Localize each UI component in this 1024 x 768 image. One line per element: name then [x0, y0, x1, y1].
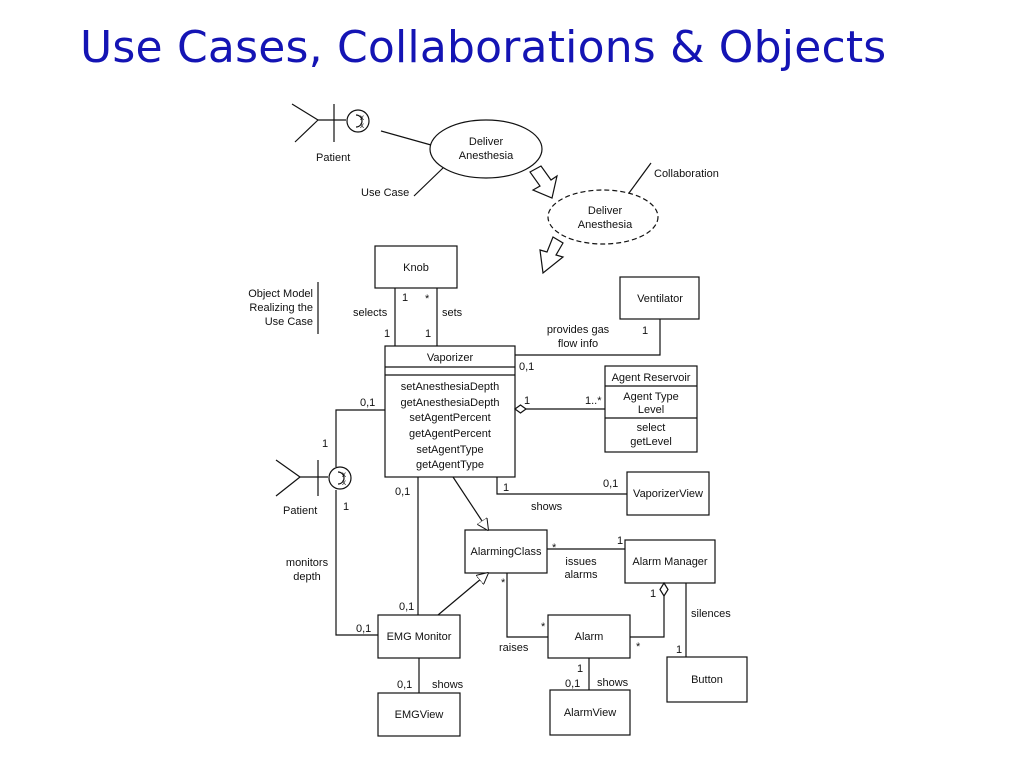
selects-label: selects [353, 307, 388, 319]
multiplicity: * [425, 293, 430, 305]
alarming-class-name: AlarmingClass [471, 546, 542, 558]
silences-label: silences [691, 608, 731, 620]
svg-text:x: x [342, 478, 346, 487]
multiplicity: 1..* [585, 395, 602, 407]
agent-reservoir-class-name: Agent Reservoir [612, 372, 691, 384]
use-case-name-line1: Deliver [469, 136, 504, 148]
collaboration-name-line1: Deliver [588, 205, 623, 217]
multiplicity: 0,1 [519, 361, 534, 373]
emg-monitor-class-name: EMG Monitor [387, 631, 452, 643]
multiplicity: 1 [676, 644, 682, 656]
multiplicity: 0,1 [397, 679, 412, 691]
button-class-name: Button [691, 674, 723, 686]
alarm-view-class-name: AlarmView [564, 707, 616, 719]
ventilator-class-name: Ventilator [637, 293, 683, 305]
alarm-manager-class-name: Alarm Manager [632, 556, 708, 568]
vaporizer-op: getAgentPercent [409, 428, 491, 440]
slide-title: Use Cases, Collaborations & Objects [80, 22, 887, 73]
svg-text:x: x [342, 470, 346, 479]
multiplicity: 0,1 [399, 601, 414, 613]
collaboration-callout: Collaboration [654, 168, 719, 180]
patient-label-lower: Patient [283, 505, 317, 517]
use-case-ellipse [429, 119, 543, 179]
multiplicity: * [541, 621, 546, 633]
patient-actor-top [291, 103, 370, 143]
object-model-callout-line2: Realizing the [249, 302, 313, 314]
vaporizer-op: getAgentType [416, 459, 484, 471]
vaporizer-op: setAnesthesiaDepth [401, 381, 499, 393]
svg-text:x: x [360, 113, 364, 122]
multiplicity: 1 [642, 325, 648, 337]
provides-gas-label-line2: flow info [558, 338, 598, 350]
emg-view-class-name: EMGView [395, 709, 444, 721]
shows-label: shows [432, 679, 464, 691]
vaporizer-op: setAgentPercent [409, 412, 490, 424]
collaboration-ellipse [547, 189, 659, 245]
refine-arrow-2 [539, 236, 565, 275]
multiplicity: 1 [322, 438, 328, 450]
agent-reservoir-attr: Level [638, 404, 664, 416]
multiplicity: 1 [617, 535, 623, 547]
shows-label: shows [531, 501, 563, 513]
vaporizer-view-class-name: VaporizerView [633, 488, 703, 500]
multiplicity: * [501, 577, 506, 589]
vaporizer-class-name: Vaporizer [427, 352, 474, 364]
alarm-class-name: Alarm [575, 631, 604, 643]
multiplicity: 1 [650, 588, 656, 600]
button-class-box [666, 656, 748, 703]
multiplicity: 0,1 [360, 397, 375, 409]
multiplicity: 1 [577, 663, 583, 675]
provides-gas-label-line1: provides gas [547, 324, 610, 336]
object-model-callout-line3: Use Case [265, 316, 313, 328]
refine-arrow-1 [529, 165, 558, 199]
agent-reservoir-attr: Agent Type [623, 391, 678, 403]
svg-text:x: x [360, 121, 364, 130]
raises-label: raises [499, 642, 529, 654]
multiplicity: 0,1 [603, 478, 618, 490]
patient-label-top: Patient [316, 152, 350, 164]
agent-reservoir-op: select [637, 422, 666, 434]
multiplicity: 0,1 [356, 623, 371, 635]
multiplicity: 1 [343, 501, 349, 513]
multiplicity: 1 [384, 328, 390, 340]
vaporizer-class-box [384, 345, 516, 478]
collaboration-name-line2: Anesthesia [578, 219, 633, 231]
multiplicity: 0,1 [395, 486, 410, 498]
multiplicity: 1 [402, 292, 408, 304]
monitors-depth-label-line1: monitors [286, 557, 329, 569]
knob-class-box [374, 245, 458, 289]
object-model-callout-line1: Object Model [248, 288, 313, 300]
alarming-class-box [464, 529, 548, 574]
use-case-callout: Use Case [361, 187, 409, 199]
monitors-depth-label-line2: depth [293, 571, 321, 583]
agent-reservoir-op: getLevel [630, 436, 672, 448]
multiplicity: 1 [425, 328, 431, 340]
multiplicity: 1 [524, 395, 530, 407]
patient-actor-lower [275, 459, 352, 497]
multiplicity: 0,1 [565, 678, 580, 690]
multiplicity: * [636, 641, 641, 653]
multiplicity: * [552, 542, 557, 554]
use-case-name-line2: Anesthesia [459, 150, 514, 162]
multiplicity: 1 [503, 482, 509, 494]
vaporizer-op: setAgentType [416, 444, 483, 456]
issues-alarms-label-line1: issues [565, 556, 597, 568]
alarm-manager-class-box [624, 539, 716, 584]
alarm-view-class-box [549, 689, 631, 736]
vaporizer-op: getAnesthesiaDepth [400, 397, 499, 409]
knob-class-name: Knob [403, 262, 429, 274]
issues-alarms-label-line2: alarms [564, 569, 598, 581]
shows-label: shows [597, 677, 629, 689]
sets-label: sets [442, 307, 463, 319]
